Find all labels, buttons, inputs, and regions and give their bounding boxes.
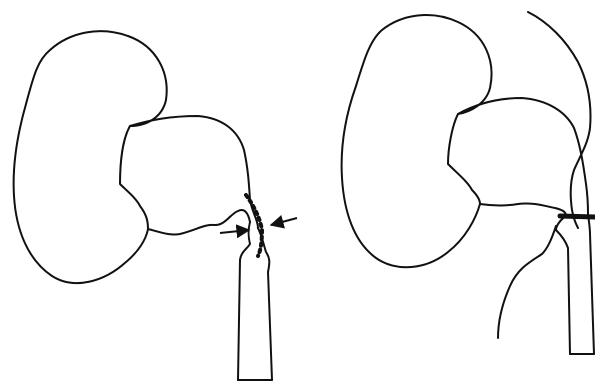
renal-pelvis-lower-right [480, 203, 566, 216]
crossing-vessel [528, 12, 591, 228]
ureter-inner-right [556, 216, 570, 354]
left-panel [14, 31, 297, 380]
kidney-outline-right [342, 15, 492, 267]
lower-vessel [498, 226, 556, 338]
right-panel [342, 12, 595, 354]
arrow-left-icon [220, 230, 249, 233]
arrow-right-icon [271, 218, 297, 225]
kidney-outline-left [14, 31, 167, 283]
ureter-inner-left [238, 222, 250, 380]
ureter-outer-right [588, 214, 594, 354]
constriction-band [560, 216, 595, 217]
